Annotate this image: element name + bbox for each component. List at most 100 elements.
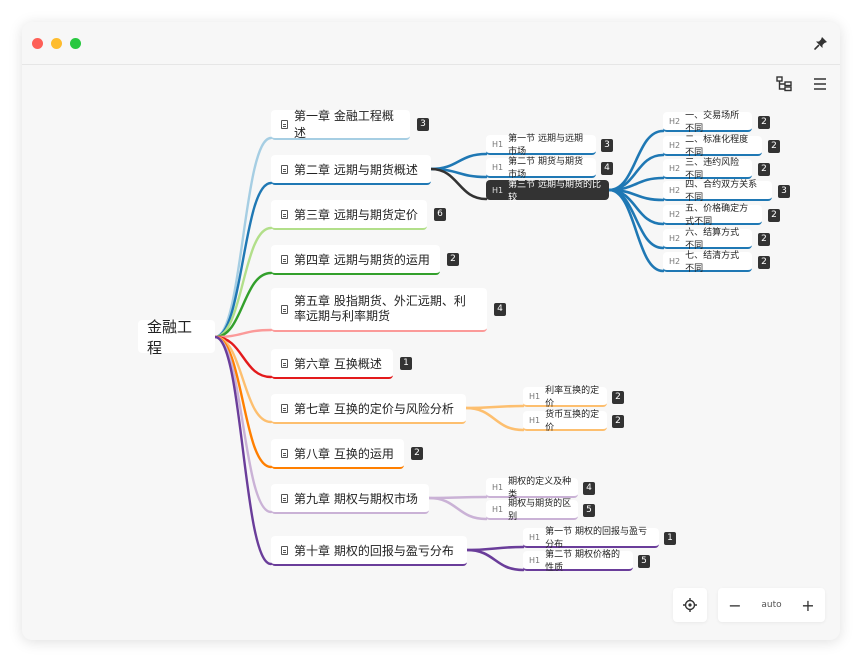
chapter-label-line-2: 率远期与利率期货 bbox=[294, 309, 391, 323]
document-icon bbox=[281, 119, 288, 129]
document-icon bbox=[281, 493, 288, 503]
document-icon bbox=[281, 254, 288, 264]
menu-icon[interactable] bbox=[811, 75, 829, 93]
sub-node-label: 期权与期货的区别 bbox=[508, 499, 572, 522]
comparison-node-label: 三、违约风险不同 bbox=[685, 158, 740, 181]
sub-node-label: 货币互换的定价 bbox=[545, 410, 600, 433]
maximize-window-button[interactable] bbox=[70, 38, 81, 49]
pin-icon[interactable] bbox=[812, 34, 830, 52]
sub-count-badge: 2 bbox=[612, 391, 624, 404]
comparison-node-label: 六、结算方式不同 bbox=[685, 228, 740, 251]
chapter-label: 第三章 远期与期货定价 bbox=[294, 207, 418, 222]
zoom-control: − auto + bbox=[718, 588, 825, 622]
document-icon bbox=[281, 304, 288, 314]
chapter-node-5[interactable]: 第五章 股指期货、外汇远期、利率远期与利率期货 bbox=[271, 288, 487, 332]
chapter-label-multiline: 第五章 股指期货、外汇远期、利率远期与利率期货 bbox=[294, 294, 466, 324]
heading-level-label: H1 bbox=[492, 162, 504, 172]
root-node[interactable]: 金融工程 bbox=[138, 318, 215, 357]
document-icon bbox=[281, 209, 288, 219]
heading-level-label: H1 bbox=[492, 185, 504, 195]
sub-node-label: 期权的定义及种类 bbox=[508, 477, 572, 500]
zoom-out-button[interactable]: − bbox=[728, 595, 742, 615]
zoom-level[interactable]: auto bbox=[761, 600, 782, 610]
chapter-node-2[interactable]: 第二章 远期与期货概述 bbox=[271, 155, 431, 185]
comparison-node-2[interactable]: H2 二、标准化程度不同 bbox=[663, 135, 762, 158]
sub-count-badge: 2 bbox=[612, 415, 624, 428]
comparison-count-badge: 2 bbox=[768, 209, 780, 222]
heading-level-label: H1 bbox=[529, 415, 541, 425]
chapter-label: 第十章 期权的回报与盈亏分布 bbox=[294, 543, 454, 558]
heading-level-label: H1 bbox=[492, 504, 504, 514]
root-node-label: 金融工程 bbox=[147, 317, 193, 357]
chapter-label: 第六章 互换概述 bbox=[294, 356, 382, 371]
sub-node-2-3[interactable]: H1 第三节 远期与期货的比较 bbox=[486, 180, 609, 203]
link-chapter-9-sub-2 bbox=[427, 496, 488, 521]
zoom-in-button[interactable]: + bbox=[801, 595, 815, 615]
sub-node-label: 利率互换的定价 bbox=[545, 386, 600, 409]
sub-count-badge: 4 bbox=[583, 482, 595, 495]
sub-node-label: 第三节 远期与期货的比较 bbox=[508, 180, 601, 203]
chapter-label: 第四章 远期与期货的运用 bbox=[294, 252, 430, 267]
link-chapter-7 bbox=[213, 335, 273, 424]
title-bar bbox=[22, 22, 840, 65]
sub-node-7-2[interactable]: H1 货币互换的定价 bbox=[523, 410, 607, 433]
comparison-node-label: 二、标准化程度不同 bbox=[685, 135, 749, 158]
minimize-window-button[interactable] bbox=[51, 38, 62, 49]
document-icon bbox=[281, 164, 288, 174]
chapter-count-badge: 2 bbox=[447, 253, 459, 266]
sub-count-badge: 1 bbox=[664, 532, 676, 545]
heading-level-label: H1 bbox=[492, 139, 504, 149]
link-chapter-7-sub-2 bbox=[464, 406, 525, 432]
heading-level-label: H2 bbox=[669, 209, 681, 219]
sub-count-badge: 3 bbox=[601, 139, 613, 152]
chapter-node-9[interactable]: 第九章 期权与期权市场 bbox=[271, 484, 429, 514]
chapter-count-badge: 4 bbox=[494, 303, 506, 316]
sub-node-label: 第一节 期权的回报与盈亏分布 bbox=[545, 527, 647, 550]
chapter-node-7[interactable]: 第七章 互换的定价与风险分析 bbox=[271, 394, 466, 424]
chapter-count-badge: 3 bbox=[417, 118, 429, 131]
structure-layout-icon[interactable] bbox=[775, 75, 793, 93]
link-chapter-2 bbox=[213, 181, 273, 339]
chapter-node-10[interactable]: 第十章 期权的回报与盈亏分布 bbox=[271, 536, 467, 566]
comparison-node-label: 五、价格确定方式不同 bbox=[685, 204, 749, 227]
locate-icon bbox=[683, 598, 697, 612]
comparison-node-label: 四、合约双方关系不同 bbox=[685, 180, 758, 203]
comparison-count-badge: 2 bbox=[768, 140, 780, 153]
chapter-label-line-1: 第五章 股指期货、外汇远期、利 bbox=[294, 294, 466, 308]
comparison-node-6[interactable]: H2 六、结算方式不同 bbox=[663, 228, 752, 251]
chapter-count-badge: 2 bbox=[411, 447, 423, 460]
sub-node-9-2[interactable]: H1 期权与期货的区别 bbox=[486, 499, 578, 522]
heading-level-label: H2 bbox=[669, 233, 681, 243]
chapter-node-3[interactable]: 第三章 远期与期货定价 bbox=[271, 200, 427, 230]
chapter-node-1[interactable]: 第一章 金融工程概述 bbox=[271, 109, 410, 140]
chapter-node-4[interactable]: 第四章 远期与期货的运用 bbox=[271, 245, 440, 275]
locate-button[interactable] bbox=[673, 588, 707, 622]
link-chapter-9 bbox=[213, 335, 273, 514]
heading-level-label: H2 bbox=[669, 140, 681, 150]
link-chapter-2-sub-3 bbox=[429, 167, 488, 201]
document-icon bbox=[281, 358, 288, 368]
close-window-button[interactable] bbox=[32, 38, 43, 49]
document-icon bbox=[281, 545, 288, 555]
heading-level-label: H2 bbox=[669, 116, 681, 126]
chapter-label: 第九章 期权与期权市场 bbox=[294, 491, 418, 506]
chapter-label: 第七章 互换的定价与风险分析 bbox=[294, 401, 454, 416]
chapter-node-8[interactable]: 第八章 互换的运用 bbox=[271, 439, 404, 469]
chapter-node-6[interactable]: 第六章 互换概述 bbox=[271, 349, 393, 379]
link-chapter-10 bbox=[213, 335, 273, 566]
sub-count-badge: 5 bbox=[638, 555, 650, 568]
comparison-node-5[interactable]: H2 五、价格确定方式不同 bbox=[663, 204, 762, 227]
sub-count-badge: 5 bbox=[583, 504, 595, 517]
heading-level-label: H1 bbox=[529, 555, 541, 565]
